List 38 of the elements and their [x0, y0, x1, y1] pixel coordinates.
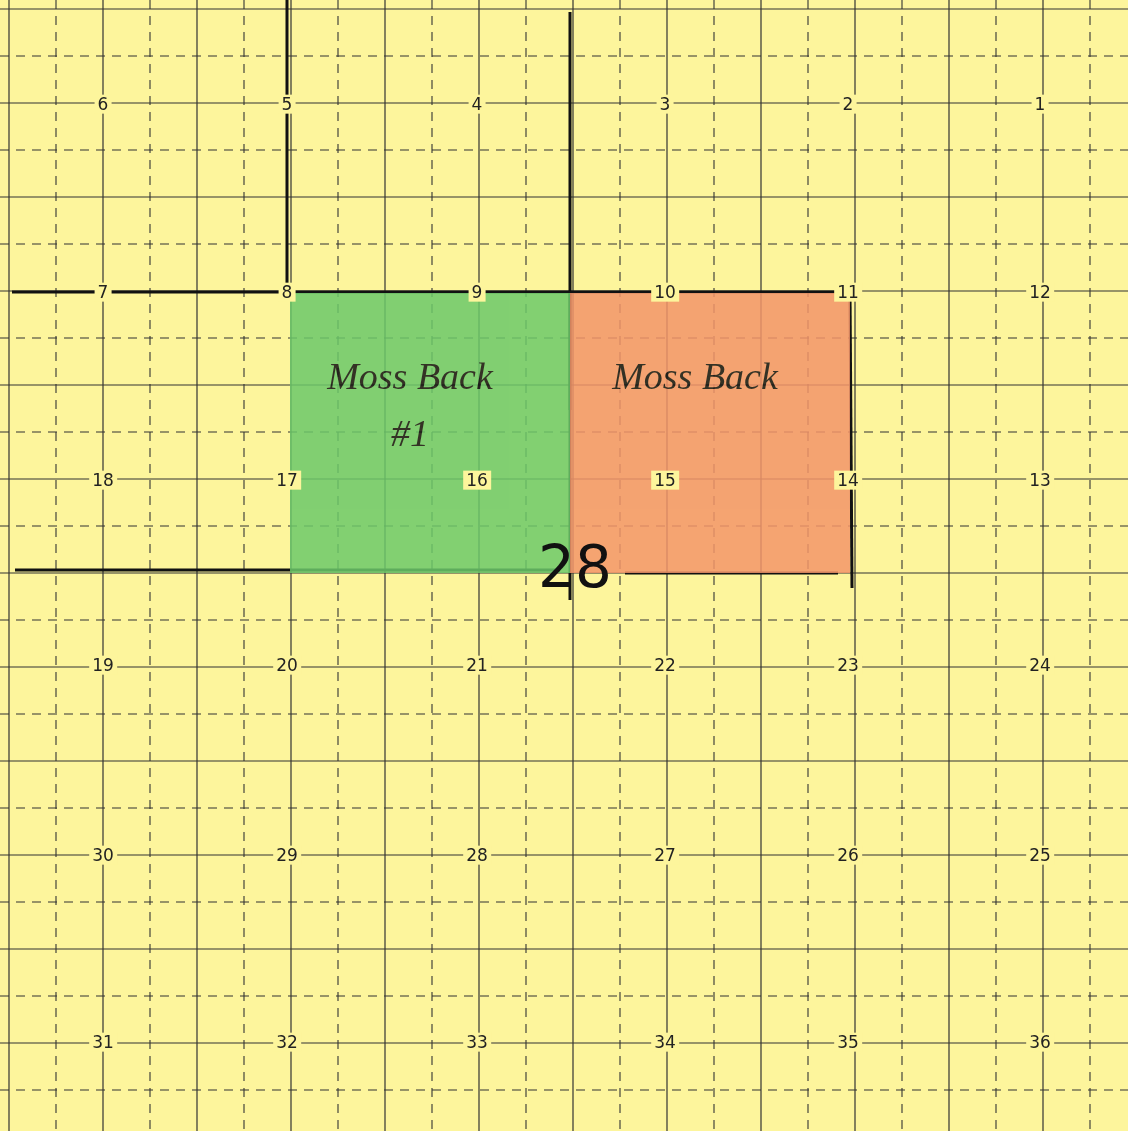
section-number: 16: [463, 470, 491, 490]
parcel-name: Moss Back #1: [326, 354, 495, 456]
section-number: 35: [834, 1032, 862, 1052]
section-number: 21: [463, 655, 491, 675]
section-number: 31: [89, 1032, 117, 1052]
section-number: 11: [834, 282, 862, 302]
section-number: 6: [94, 94, 112, 114]
section-number: 12: [1026, 282, 1054, 302]
section-number: 2: [839, 94, 857, 114]
section-number: 25: [1026, 845, 1054, 865]
section-number: 30: [89, 845, 117, 865]
section-number: 8: [278, 282, 296, 302]
section-number: 7: [94, 282, 112, 302]
section-number: 29: [273, 845, 301, 865]
section-number: 10: [651, 282, 679, 302]
section-number: 5: [278, 94, 296, 114]
section-number: 22: [651, 655, 679, 675]
section-number: 27: [651, 845, 679, 865]
section-number: 33: [463, 1032, 491, 1052]
section-number: 23: [834, 655, 862, 675]
section-number: 20: [273, 655, 301, 675]
section-number: 3: [656, 94, 674, 114]
section-number: 9: [468, 282, 486, 302]
section-number: 15: [651, 470, 679, 490]
section-number: 14: [834, 470, 862, 490]
section-number: 28: [463, 845, 491, 865]
section-number: 24: [1026, 655, 1054, 675]
section-number: 19: [89, 655, 117, 675]
section-number: 32: [273, 1032, 301, 1052]
section-number: 26: [834, 845, 862, 865]
section-number: 1: [1031, 94, 1049, 114]
section-number: 18: [89, 470, 117, 490]
section-number: 13: [1026, 470, 1054, 490]
section-number: 36: [1026, 1032, 1054, 1052]
section-number: 4: [468, 94, 486, 114]
section-number: 34: [651, 1032, 679, 1052]
section-number: 17: [273, 470, 301, 490]
parcel-name: Moss Back: [611, 354, 780, 399]
